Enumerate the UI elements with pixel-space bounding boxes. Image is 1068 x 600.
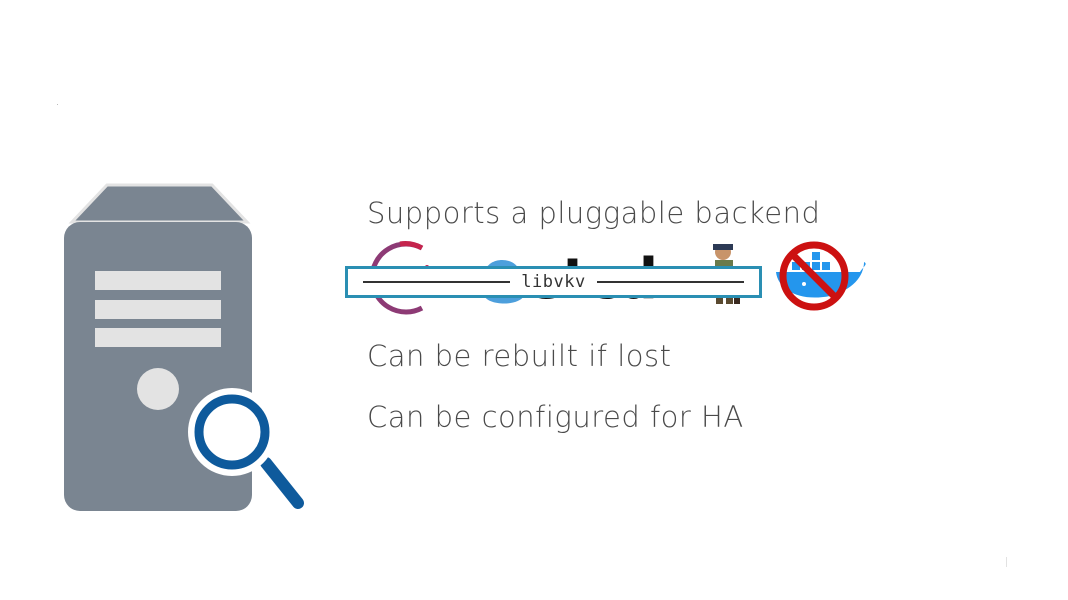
no-symbol-icon (779, 241, 849, 311)
magnifier-icon (188, 388, 308, 513)
libkv-box: libvkv (345, 266, 762, 298)
server-search-icon (64, 183, 308, 513)
power-button (137, 368, 179, 410)
artifact-tick (1006, 557, 1007, 567)
bullet-ha: Can be configured for HA (367, 400, 744, 434)
drive-slot-3 (95, 328, 221, 347)
drive-slot-2 (95, 300, 221, 319)
bullet-pluggable-backend: Supports a pluggable backend (367, 196, 821, 230)
drive-slot-1 (95, 271, 221, 290)
libkv-line-left (363, 281, 510, 283)
bullet-rebuilt: Can be rebuilt if lost (367, 339, 672, 373)
artifact-dot (57, 104, 58, 105)
libkv-label: libvkv (521, 272, 586, 292)
libkv-line-right (597, 281, 744, 283)
